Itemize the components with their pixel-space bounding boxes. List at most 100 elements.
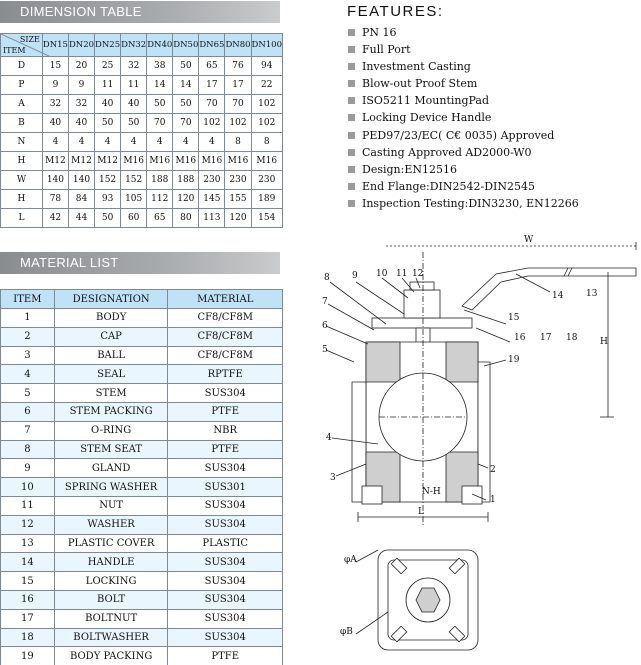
square-bullet-icon [348,182,355,190]
material-designation-cell: STEM [53,383,169,403]
dimension-value-cell: M16 [198,151,226,171]
callout-18: 18 [566,333,578,343]
dimension-value-cell: 25 [94,56,122,76]
dimension-value-cell: 102 [250,94,284,114]
callout-10: 10 [376,269,388,279]
feature-item: Full Port [348,41,579,58]
callout-9: 9 [352,271,358,281]
material-designation-cell: SPRING WASHER [53,477,169,497]
dimension-value-cell: 17 [224,75,252,95]
callout-2: 2 [490,465,496,475]
dimension-value-cell: 105 [120,189,148,209]
dimension-row-label: N [0,132,43,152]
dimension-value-cell: 189 [250,189,284,209]
dimension-value-cell: 112 [146,189,174,209]
dimension-value-cell: 188 [172,170,200,190]
material-item-cell: 15 [0,571,55,591]
callout-13: 13 [586,289,598,299]
dim-phi-a-label: φA [344,555,357,565]
dim-l-label: L [418,507,424,517]
material-header-cell: DESIGNATION [53,289,169,309]
feature-text: Blow-out Proof Stem [362,77,478,91]
dimension-value-cell: 4 [41,132,69,152]
material-designation-cell: LOCKING [53,571,169,591]
material-item-cell: 19 [0,646,55,665]
material-designation-cell: HANDLE [53,552,169,573]
square-bullet-icon [348,97,355,105]
dimension-value-cell: 155 [224,189,252,209]
dimension-value-cell: 40 [120,94,148,114]
dimension-value-cell: 120 [224,208,252,228]
feature-item: Inspection Testing:DIN3230, EN12266 [348,195,579,212]
feature-item: PN 16 [348,24,579,41]
dim-h-label: H [600,337,608,347]
dimension-value-cell: 70 [224,94,252,114]
material-designation-cell: O-RING [53,420,169,441]
material-material-cell: CF8/CF8M [167,345,283,366]
material-material-cell: SUS304 [167,514,283,535]
dimension-value-cell: 113 [198,208,226,228]
dimension-value-cell: 102 [224,113,252,133]
feature-text: Full Port [362,43,411,57]
corner-item-label: ITEM [3,46,26,55]
dimension-value-cell: 76 [224,56,252,76]
square-bullet-icon [348,131,355,139]
callout-3: 3 [330,473,336,483]
dimension-value-cell: 17 [198,75,226,95]
dimension-value-cell: 40 [41,113,69,133]
dimension-value-cell: 94 [250,56,284,76]
dimension-value-cell: M16 [172,151,200,171]
dimension-value-cell: 80 [172,208,200,228]
dimension-value-cell: 50 [172,94,200,114]
callout-12: 12 [412,269,423,279]
material-item-cell: 11 [0,495,55,516]
dimension-row-label: H [0,151,43,171]
dim-w-label: W [524,235,534,245]
size-header-cell: DN15 [41,33,69,57]
feature-text: Investment Casting [362,60,471,74]
dimension-value-cell: M16 [224,151,252,171]
dimension-row-label: D [0,56,43,76]
dimension-value-cell: 32 [41,94,69,114]
dimension-value-cell: 70 [198,94,226,114]
feature-item: Casting Approved AD2000-W0 [348,144,579,161]
dimension-value-cell: 14 [146,75,174,95]
square-bullet-icon [348,63,355,71]
feature-text: PED97/23/EC( C€ 0035) Approved [362,128,555,142]
dimension-value-cell: 50 [146,94,174,114]
dimension-value-cell: 4 [67,132,96,152]
feature-item: End Flange:DIN2542-DIN2545 [348,178,579,195]
dimension-value-cell: 38 [146,56,174,76]
features-title: FEATURES: [347,3,444,20]
callout-6: 6 [322,321,328,331]
material-designation-cell: BOLT [53,589,169,610]
material-material-cell: PTFE [167,646,283,665]
callout-17: 17 [540,333,552,343]
material-material-cell: SUS304 [167,458,283,479]
feature-item: Blow-out Proof Stem [348,75,579,92]
material-material-cell: SUS304 [167,383,283,403]
dimension-value-cell: 4 [172,132,200,152]
material-material-cell: SUS304 [167,627,283,648]
square-bullet-icon [348,114,355,122]
dimension-value-cell: 145 [198,189,226,209]
dimension-table-title: DIMENSION TABLE [0,1,280,23]
material-item-cell: 12 [0,514,55,535]
feature-text: Inspection Testing:DIN3230, EN12266 [362,196,579,210]
material-material-cell: SUS304 [167,608,283,629]
feature-item: ISO5211 MountingPad [348,92,579,109]
size-header-cell: DN32 [120,33,148,57]
drawing-callouts: 8 9 10 11 12 7 6 5 4 3 1 2 19 15 16 17 1… [322,235,608,637]
square-bullet-icon [348,29,355,36]
callout-4: 4 [326,433,332,443]
dimension-value-cell: M12 [41,151,69,171]
dimension-row-label: A [0,94,43,114]
